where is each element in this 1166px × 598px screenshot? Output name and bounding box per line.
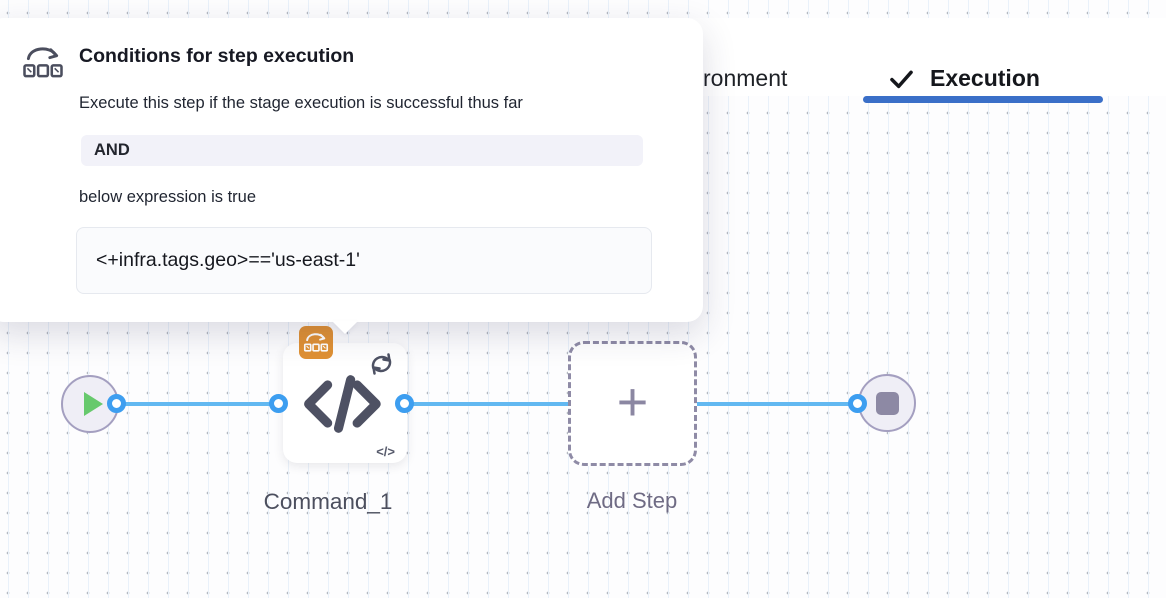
connector-point-end[interactable] (848, 394, 867, 413)
tab-environment[interactable]: ronment (703, 65, 788, 91)
step-name-label: Command_1 (263, 489, 393, 514)
check-icon (888, 65, 915, 92)
code-step-mini-icon: </> (376, 444, 395, 459)
popover-condition-text: below expression is true (79, 188, 257, 206)
conditional-execution-icon (21, 44, 65, 86)
connector-point-step-in[interactable] (269, 394, 288, 413)
popover-description: Execute this step if the stage execution… (79, 94, 523, 112)
popover-title: Conditions for step execution (79, 45, 355, 67)
looping-strategy-icon[interactable] (366, 350, 397, 383)
step-node-command[interactable]: </> (283, 343, 407, 463)
plus-icon: + (616, 371, 649, 432)
code-step-icon (300, 365, 390, 448)
active-tab-indicator (863, 96, 1103, 103)
conditions-popover: Conditions for step execution Execute th… (0, 18, 703, 322)
expression-box: <+infra.tags.geo>=='us-east-1' (76, 227, 652, 294)
connector-point-start[interactable] (107, 394, 126, 413)
add-step-label: Add Step (586, 488, 678, 513)
operator-chip[interactable]: AND (81, 135, 643, 166)
add-step-button[interactable]: + (568, 341, 697, 466)
connector-point-step-out[interactable] (395, 394, 414, 413)
expression-value: <+infra.tags.geo>=='us-east-1' (96, 249, 360, 271)
tab-execution[interactable]: Execution (888, 65, 1040, 92)
popover-caret (332, 321, 358, 334)
stop-icon (875, 391, 899, 415)
pipeline-connector-line (117, 402, 858, 406)
tab-execution-label: Execution (930, 65, 1040, 91)
play-icon (83, 392, 103, 416)
conditional-execution-badge-icon[interactable] (299, 326, 333, 359)
